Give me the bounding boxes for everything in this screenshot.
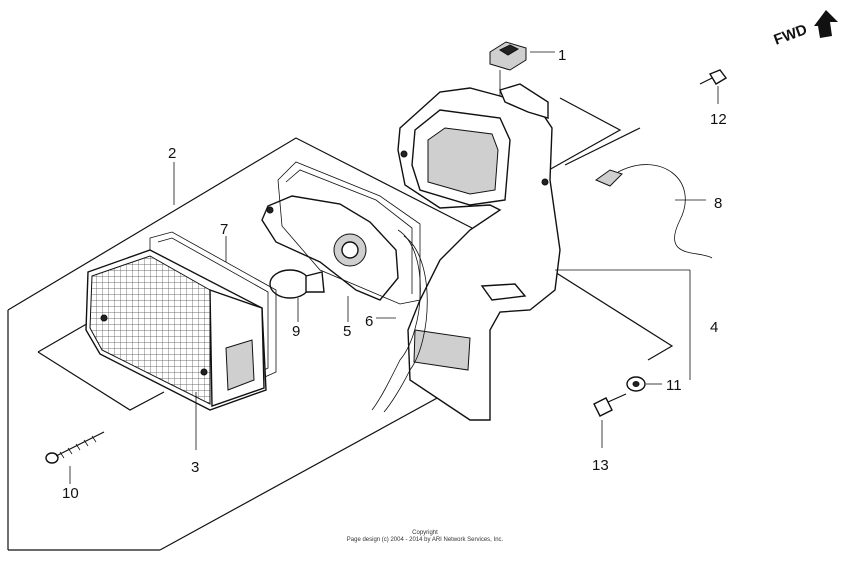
bolt-13-part [593, 393, 627, 448]
grommet-part [489, 41, 555, 110]
callout-9: 9 [292, 323, 300, 340]
fwd-label: FWD [772, 21, 810, 49]
callout-6: 6 [365, 313, 373, 330]
callout-12: 12 [710, 111, 727, 128]
copyright-line-2: Page design (c) 2004 - 2014 by ARI Netwo… [347, 537, 504, 543]
callout-10: 10 [62, 485, 79, 502]
callout-2: 2 [168, 145, 176, 162]
callout-5: 5 [343, 323, 351, 340]
callout-11: 11 [666, 377, 682, 394]
wire-part [594, 164, 713, 259]
screw-10-part [45, 431, 105, 484]
bracket-part [397, 83, 691, 421]
copyright-line-1: Copyright [412, 530, 438, 536]
gasket-6-part [277, 161, 428, 413]
callout-1: 1 [558, 47, 566, 64]
callout-8: 8 [714, 195, 722, 212]
callout-13: 13 [592, 457, 609, 474]
taillight-lens-part [85, 249, 267, 450]
washer-11-part [626, 376, 662, 392]
socket-part [261, 195, 399, 322]
fwd-arrow-icon: FWD [772, 10, 838, 49]
callout-7: 7 [220, 221, 228, 238]
callout-3: 3 [191, 459, 199, 476]
assembly-outline-box [7, 97, 674, 551]
bolt-12-part [699, 69, 728, 104]
callout-4: 4 [710, 319, 718, 336]
callout-labels: 1 2 3 4 5 6 7 8 9 10 11 12 13 [62, 47, 727, 502]
bulb-part [269, 269, 325, 322]
